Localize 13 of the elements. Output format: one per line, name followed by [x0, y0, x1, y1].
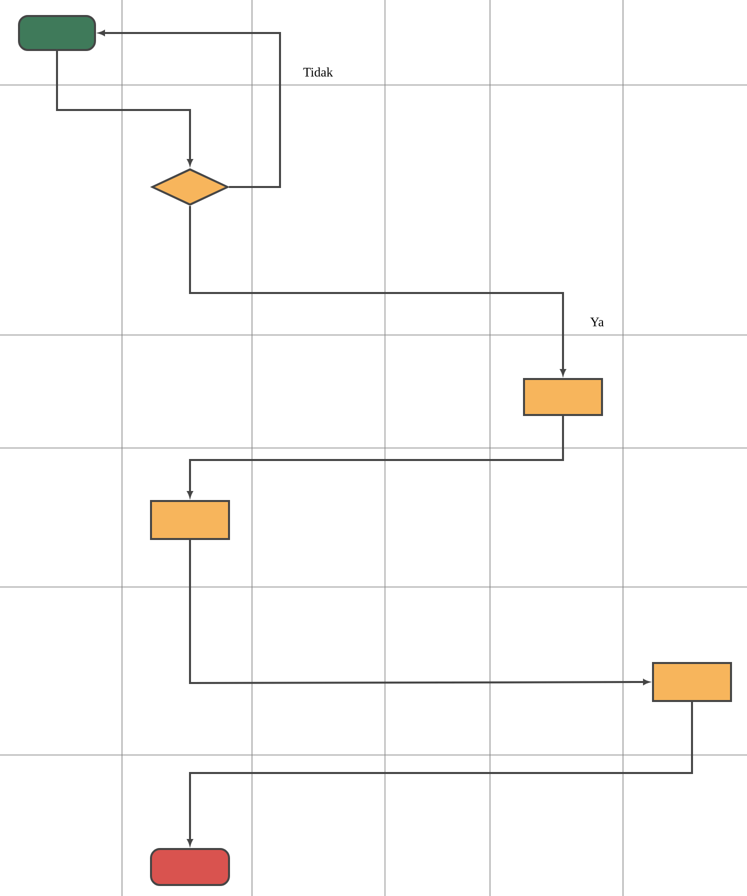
edge-label: Tidak: [302, 66, 334, 78]
arrow: [187, 702, 693, 846]
terminal-shape: [150, 848, 230, 886]
arrow: [56, 51, 193, 166]
terminal-shape: [18, 15, 96, 51]
arrow: [189, 540, 650, 685]
arrow: [189, 206, 566, 376]
process-box: [523, 378, 603, 416]
process-box: [150, 500, 230, 540]
arrow: [98, 30, 281, 188]
process-box: [652, 662, 732, 702]
arrow: [187, 416, 564, 498]
edge-label: Ya: [589, 316, 605, 328]
